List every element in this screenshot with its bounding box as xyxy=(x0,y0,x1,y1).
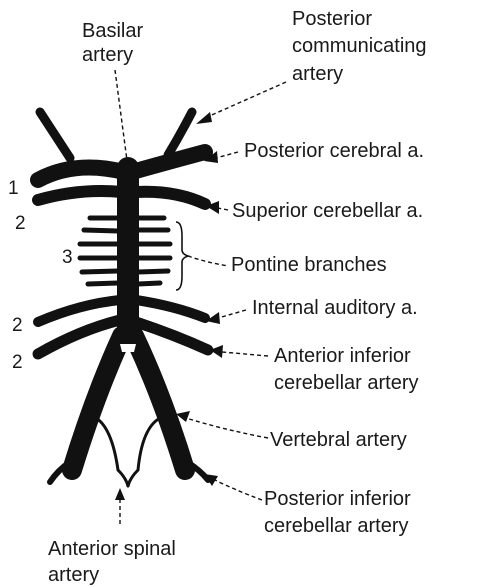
label-pcomm-line3: artery xyxy=(292,63,343,85)
number-2-lower: 2 xyxy=(12,352,23,373)
label-pica-line1: Posterior inferior xyxy=(264,488,411,510)
label-internal-auditory: Internal auditory a. xyxy=(252,297,418,319)
label-anterior-spinal-line2: artery xyxy=(48,564,99,586)
label-superior-cerebellar: Superior cerebellar a. xyxy=(232,200,423,222)
label-pica-line2: cerebellar artery xyxy=(264,515,409,537)
pontine-bracket xyxy=(176,222,188,290)
label-pcomm-line1: Posterior xyxy=(292,8,372,30)
number-1: 1 xyxy=(8,178,19,199)
label-vertebral: Vertebral artery xyxy=(270,429,407,451)
number-2-upper: 2 xyxy=(15,213,26,234)
superior-cerebellar-artery-left xyxy=(38,191,122,200)
vertebral-junction-mark xyxy=(120,344,136,352)
label-aica-line1: Anterior inferior xyxy=(274,345,411,367)
anterior-spinal-artery-left xyxy=(96,418,118,470)
anterior-spinal-artery-right xyxy=(138,418,160,470)
posterior-communicating-artery-left xyxy=(40,112,70,158)
label-pcomm-line2: communicating xyxy=(292,35,427,57)
label-basilar-line2: artery xyxy=(82,44,133,66)
artery-drawing xyxy=(38,112,208,486)
label-anterior-spinal-line1: Anterior spinal xyxy=(48,538,176,560)
number-3: 3 xyxy=(62,247,73,268)
label-pontine-branches: Pontine branches xyxy=(231,254,387,276)
internal-auditory-artery-right xyxy=(136,300,205,318)
number-2-middle: 2 xyxy=(12,315,23,336)
posterior-cerebral-artery-left xyxy=(38,168,124,181)
superior-cerebellar-artery-right xyxy=(136,192,205,204)
posterior-cerebral-artery-right xyxy=(132,152,205,172)
label-posterior-cerebral: Posterior cerebral a. xyxy=(244,140,424,162)
label-aica-line2: cerebellar artery xyxy=(274,372,419,394)
label-basilar-line1: Basilar xyxy=(82,20,143,42)
